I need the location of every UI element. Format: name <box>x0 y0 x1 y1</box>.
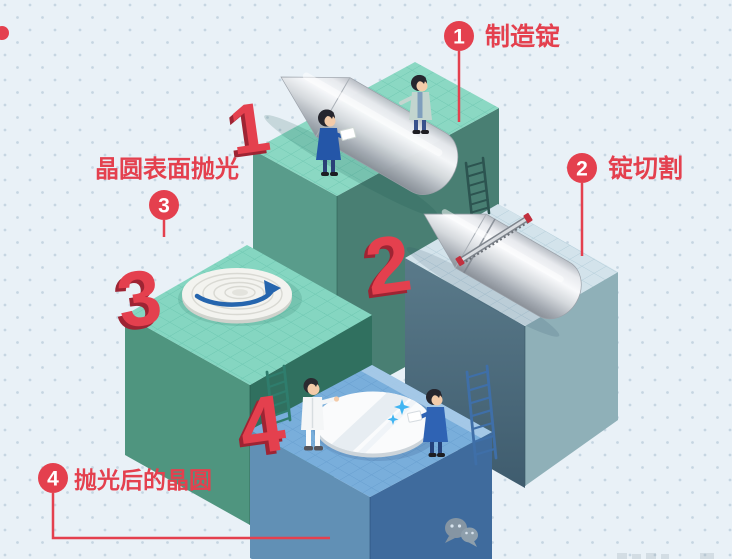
worker-woman-standing <box>399 74 432 134</box>
step-number: 4 <box>47 468 59 491</box>
worker-man <box>301 377 340 451</box>
step-badge <box>149 190 179 220</box>
worker-woman-inspecting <box>407 388 448 457</box>
step-badge <box>444 21 474 51</box>
step-label: 制造锭 <box>485 22 560 51</box>
sparkle-icon <box>387 399 410 425</box>
callout-step1: 1 制造锭 <box>444 21 560 122</box>
ladder-icon <box>265 364 292 428</box>
step-number: 2 <box>576 158 588 181</box>
callout-step4: 4 抛光后的晶圆 <box>38 463 330 540</box>
polishing-disc <box>178 268 302 326</box>
silicon-ingot-1 <box>264 72 459 217</box>
ladder-icon <box>464 156 491 220</box>
step-label: 抛光后的晶圆 <box>74 467 212 493</box>
silicon-ingot-2 <box>406 209 582 337</box>
step-badge <box>38 463 68 493</box>
callout-step2: 2 锭切割 <box>567 153 683 256</box>
wechat-icon <box>445 518 478 547</box>
faint-watermark <box>617 553 714 559</box>
worker-woman-clipboard <box>316 109 357 176</box>
ladder-icon <box>465 364 498 466</box>
callout-step3: 3 晶圆表面抛光 <box>95 156 239 237</box>
step-number: 3 <box>158 195 170 218</box>
step-label: 晶圆表面抛光 <box>95 156 239 183</box>
cutting-saw <box>455 212 533 267</box>
silicon-wafer <box>313 391 441 461</box>
big-number-2: 2 2 <box>356 218 416 316</box>
step-number: 1 <box>453 26 465 49</box>
rotate-arrow-icon <box>194 280 281 307</box>
step-label: 锭切割 <box>608 154 683 183</box>
callout-line <box>51 493 330 540</box>
red-dot-decoration <box>0 26 9 40</box>
step-badge <box>567 153 597 183</box>
